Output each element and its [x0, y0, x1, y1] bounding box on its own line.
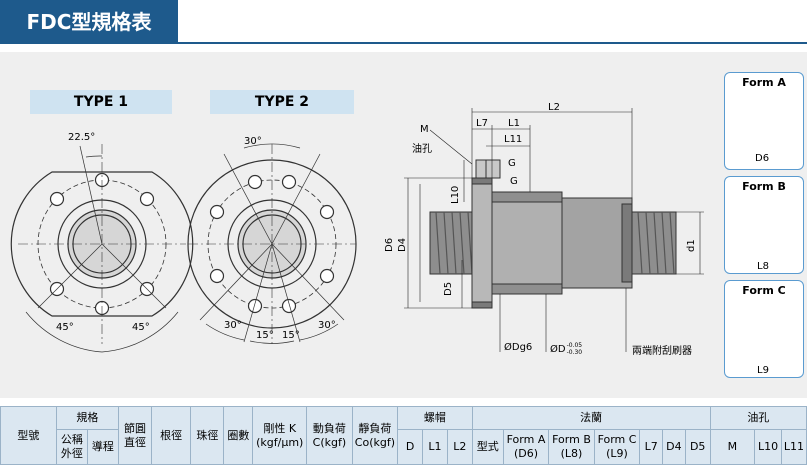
label-dg6: ØDg6 — [504, 342, 533, 353]
col-nut-l2: L2 — [446, 429, 473, 465]
col-form-a: Form A(D6) — [502, 429, 550, 465]
type2-angle-15-right: 15° — [282, 330, 300, 341]
col-root-diameter: 根徑 — [151, 406, 192, 465]
label-d4: D4 — [397, 237, 408, 252]
header-bar — [0, 0, 178, 44]
nut-body-rear — [561, 197, 633, 289]
type2-angle-30-top: 30° — [244, 136, 262, 147]
table-header-row-2: 公稱外徑 導程 D L1 L2 型式 Form A(D6) Form B(L8)… — [1, 429, 807, 465]
type1-angle-22-5: 22.5° — [68, 132, 96, 143]
dimension-lines — [404, 108, 704, 352]
form-a-panel: Form A D6 — [724, 72, 804, 170]
page-title: FDC型規格表 — [26, 10, 152, 34]
nut-side-view — [429, 159, 677, 309]
label-l11: L11 — [504, 134, 523, 145]
col-form-b: Form B(L8) — [548, 429, 595, 465]
label-oil-hole: 油孔 — [412, 144, 432, 155]
col-lead: 導程 — [86, 429, 119, 465]
col-nut-d: D — [397, 429, 423, 465]
label-l10: L10 — [450, 185, 461, 204]
nut-body — [491, 191, 563, 295]
label-g-bottom: G — [510, 176, 518, 187]
col-flange-d4: D4 — [662, 429, 686, 465]
col-turns: 圈數 — [223, 406, 254, 465]
col-oil-hole: 油孔 — [709, 406, 807, 430]
header-divider — [0, 42, 807, 44]
type2-angle-15-left: 15° — [256, 330, 274, 341]
diagram-area: TYPE 1 TYPE 2 22.5° 45° 45° 30° 30° 15° … — [0, 52, 807, 398]
label-g-top: G — [508, 158, 516, 169]
label-wiper-both-ends: 兩端附刮刷器 — [632, 346, 692, 357]
col-spec: 規格 — [55, 406, 119, 430]
col-flange-l7: L7 — [639, 429, 664, 465]
form-c-panel: Form C L9 — [724, 280, 804, 378]
label-d5: D5 — [443, 281, 454, 296]
col-oil-l11: L11 — [781, 429, 807, 465]
screw-shaft-right — [631, 211, 677, 275]
flange-body — [471, 177, 493, 309]
type2-label: TYPE 2 — [210, 90, 354, 114]
form-b-title: Form B — [742, 180, 786, 193]
col-flange-type: 型式 — [471, 429, 504, 465]
form-c-title: Form C — [742, 284, 786, 297]
col-pitch-diameter: 節圓直徑 — [117, 406, 153, 465]
form-a-dim: D6 — [755, 153, 770, 164]
form-c-dim: L9 — [757, 365, 769, 376]
col-flange-d5: D5 — [684, 429, 711, 465]
label-d6: D6 — [384, 237, 395, 252]
type1-flange-view — [10, 144, 194, 353]
label-m: M — [420, 124, 429, 135]
col-oil-l10: L10 — [754, 429, 782, 465]
label-d1: d1 — [686, 239, 697, 252]
col-stiffness: 剛性 K(kgf/μm) — [252, 406, 308, 465]
type1-label: TYPE 1 — [30, 90, 172, 114]
col-ball-diameter: 珠徑 — [190, 406, 225, 465]
form-b-dim: L8 — [757, 261, 769, 272]
col-nut-l1: L1 — [422, 429, 448, 465]
col-nut: 螺帽 — [397, 406, 473, 430]
form-b-panel: Form B L8 — [724, 176, 804, 274]
label-l1: L1 — [508, 118, 520, 129]
type2-flange-view — [187, 143, 357, 344]
wiper-rear — [621, 203, 633, 283]
col-oil-m: M — [709, 429, 756, 465]
form-a-title: Form A — [742, 76, 786, 89]
col-flange: 法蘭 — [471, 406, 711, 430]
col-model: 型號 — [0, 406, 57, 465]
label-d-tolerance: ØD-0.05-0.30 — [550, 342, 583, 356]
type1-flange-outline — [10, 171, 194, 317]
type1-angle-45-left: 45° — [56, 322, 74, 333]
type1-angle-45-right: 45° — [132, 322, 150, 333]
label-l2: L2 — [548, 102, 560, 113]
col-nominal-diameter: 公稱外徑 — [55, 429, 88, 465]
label-l7: L7 — [476, 118, 488, 129]
col-form-c: Form C(L9) — [593, 429, 641, 465]
type2-angle-30-right: 30° — [318, 320, 336, 331]
oil-hole-fitting — [475, 159, 501, 179]
type2-angle-30-left: 30° — [224, 320, 242, 331]
